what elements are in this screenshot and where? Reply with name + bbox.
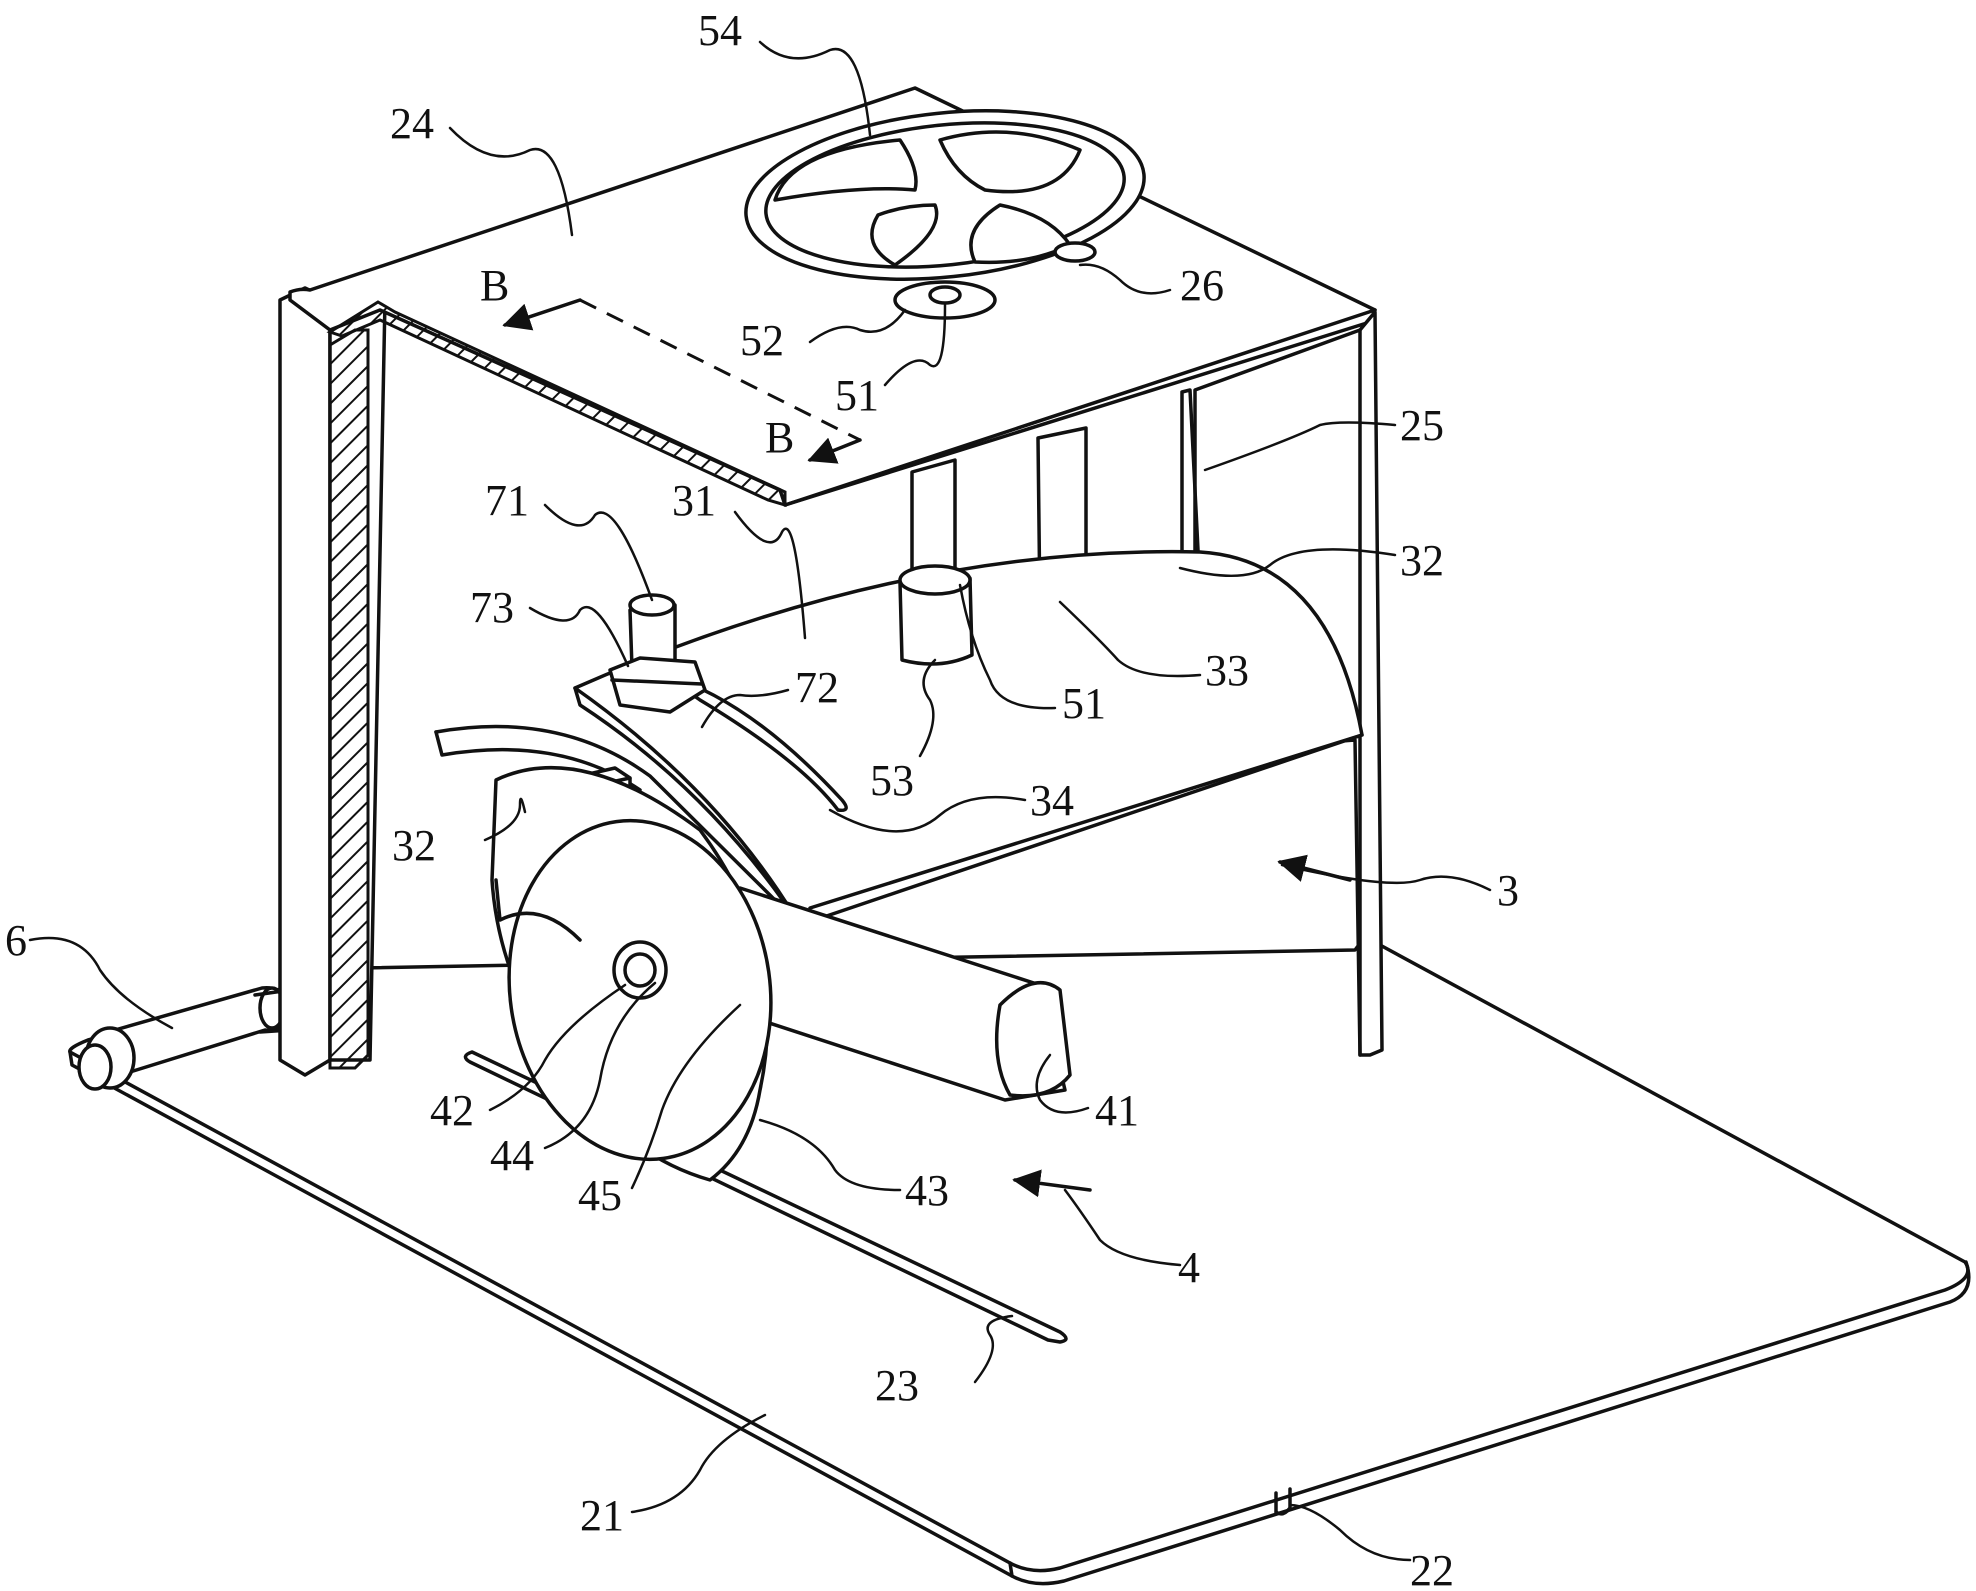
top-bearing bbox=[1053, 241, 1097, 263]
label-24: 24 bbox=[390, 99, 434, 148]
label-34: 34 bbox=[1030, 776, 1074, 825]
label-25: 25 bbox=[1400, 401, 1444, 450]
label-52: 52 bbox=[740, 316, 784, 365]
label-51-top: 51 bbox=[835, 371, 879, 420]
label-21: 21 bbox=[580, 1491, 624, 1540]
screw-nut bbox=[898, 564, 974, 666]
carriage-plate bbox=[573, 549, 1364, 927]
label-3: 3 bbox=[1497, 866, 1519, 915]
section-line-b bbox=[502, 298, 862, 464]
label-31: 31 bbox=[672, 476, 716, 525]
label-71: 71 bbox=[485, 476, 529, 525]
locking-handle bbox=[608, 593, 707, 714]
reference-labels: 54 24 26 52 51 25 32 71 31 73 72 33 51 5… bbox=[5, 6, 1519, 1591]
label-33: 33 bbox=[1205, 646, 1249, 695]
label-44: 44 bbox=[490, 1131, 534, 1180]
section-b-label-bottom: B bbox=[765, 413, 794, 462]
base-slot bbox=[463, 1050, 1068, 1344]
label-32-right: 32 bbox=[1400, 536, 1444, 585]
left-wall-section bbox=[278, 286, 387, 1077]
label-4: 4 bbox=[1178, 1243, 1200, 1292]
label-73: 73 bbox=[470, 583, 514, 632]
label-43: 43 bbox=[905, 1166, 949, 1215]
label-53: 53 bbox=[870, 756, 914, 805]
leader-lines bbox=[28, 40, 1492, 1562]
label-26: 26 bbox=[1180, 261, 1224, 310]
label-51-mid: 51 bbox=[1062, 679, 1106, 728]
label-45: 45 bbox=[578, 1171, 622, 1220]
saw-hub bbox=[612, 940, 668, 1000]
section-b-label-top: B bbox=[480, 261, 509, 310]
label-72: 72 bbox=[795, 663, 839, 712]
roller-shaft bbox=[77, 986, 292, 1091]
label-54: 54 bbox=[698, 6, 742, 55]
label-42: 42 bbox=[430, 1086, 474, 1135]
label-22: 22 bbox=[1410, 1546, 1454, 1591]
label-41: 41 bbox=[1095, 1086, 1139, 1135]
handwheel bbox=[744, 109, 1146, 320]
label-32-left: 32 bbox=[392, 821, 436, 870]
label-23: 23 bbox=[875, 1361, 919, 1410]
label-6: 6 bbox=[5, 916, 27, 965]
